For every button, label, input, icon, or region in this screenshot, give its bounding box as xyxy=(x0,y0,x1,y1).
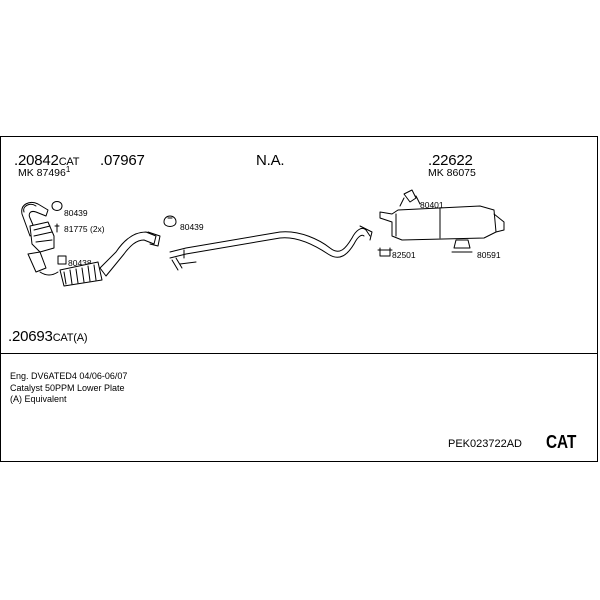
mk-mark: 1 xyxy=(65,165,71,174)
part-number-catalyst[interactable]: .20842CAT xyxy=(14,152,79,169)
callout-82501[interactable]: 82501 xyxy=(392,250,416,260)
part-number-text: .07967 xyxy=(100,152,145,169)
callout-80591[interactable]: 80591 xyxy=(477,250,501,260)
callout-80439-a[interactable]: 80439 xyxy=(64,208,88,218)
part-suffix: CAT(A) xyxy=(52,332,88,344)
long-pipe[interactable] xyxy=(169,225,373,271)
section-divider xyxy=(0,353,598,354)
vehicle-info: Eng. DV6ATED4 04/06-06/07 Catalyst 50PPM… xyxy=(10,371,127,406)
rear-silencer[interactable] xyxy=(379,205,505,241)
engine-line: Eng. DV6ATED4 04/06-06/07 xyxy=(10,371,128,381)
flex-pipe[interactable] xyxy=(59,261,103,287)
part-number-middle-pipe[interactable]: .07967 xyxy=(100,152,145,169)
mk-text: MK 87496 xyxy=(18,167,66,179)
callout-80401[interactable]: 80401 xyxy=(420,200,444,210)
part-number-text: N.A. xyxy=(256,152,285,169)
callout-80439-b[interactable]: 80439 xyxy=(180,222,204,232)
part-suffix: CAT xyxy=(58,156,80,168)
equivalent-line: (A) Equivalent xyxy=(10,394,67,404)
mk-catalyst: MK 874961 xyxy=(18,165,71,179)
gasket-80438[interactable] xyxy=(57,255,67,265)
part-number-text: .20842 xyxy=(14,152,59,169)
reference-number: PEK023722AD xyxy=(448,438,522,450)
diagram-frame xyxy=(0,136,598,462)
middle-pipe[interactable] xyxy=(99,231,161,277)
mk-rear-silencer: MK 86075 xyxy=(428,167,476,179)
part-number-rear-silencer[interactable]: .22622 xyxy=(428,152,473,169)
part-number-text: .20693 xyxy=(8,328,53,345)
part-number-catalyst-alt[interactable]: .20693CAT(A) xyxy=(8,328,88,345)
hanger-80401[interactable] xyxy=(399,189,421,207)
part-number-text: .22622 xyxy=(428,152,473,169)
clamp-81775[interactable] xyxy=(54,223,60,233)
cat-badge: CAT xyxy=(546,432,577,452)
clamp-80439-a[interactable] xyxy=(51,201,63,211)
catalyst-line: Catalyst 50PPM Lower Plate xyxy=(10,382,125,393)
mk-text: MK 86075 xyxy=(428,167,476,179)
hanger-80591[interactable] xyxy=(451,239,473,253)
callout-80438[interactable]: 80438 xyxy=(68,258,92,268)
clamp-82501[interactable] xyxy=(377,247,393,257)
clamp-80439-b[interactable] xyxy=(163,215,177,227)
part-number-na[interactable]: N.A. xyxy=(256,152,285,169)
catalyst-manifold[interactable] xyxy=(21,201,59,276)
callout-81775[interactable]: 81775 (2x) xyxy=(64,224,105,234)
